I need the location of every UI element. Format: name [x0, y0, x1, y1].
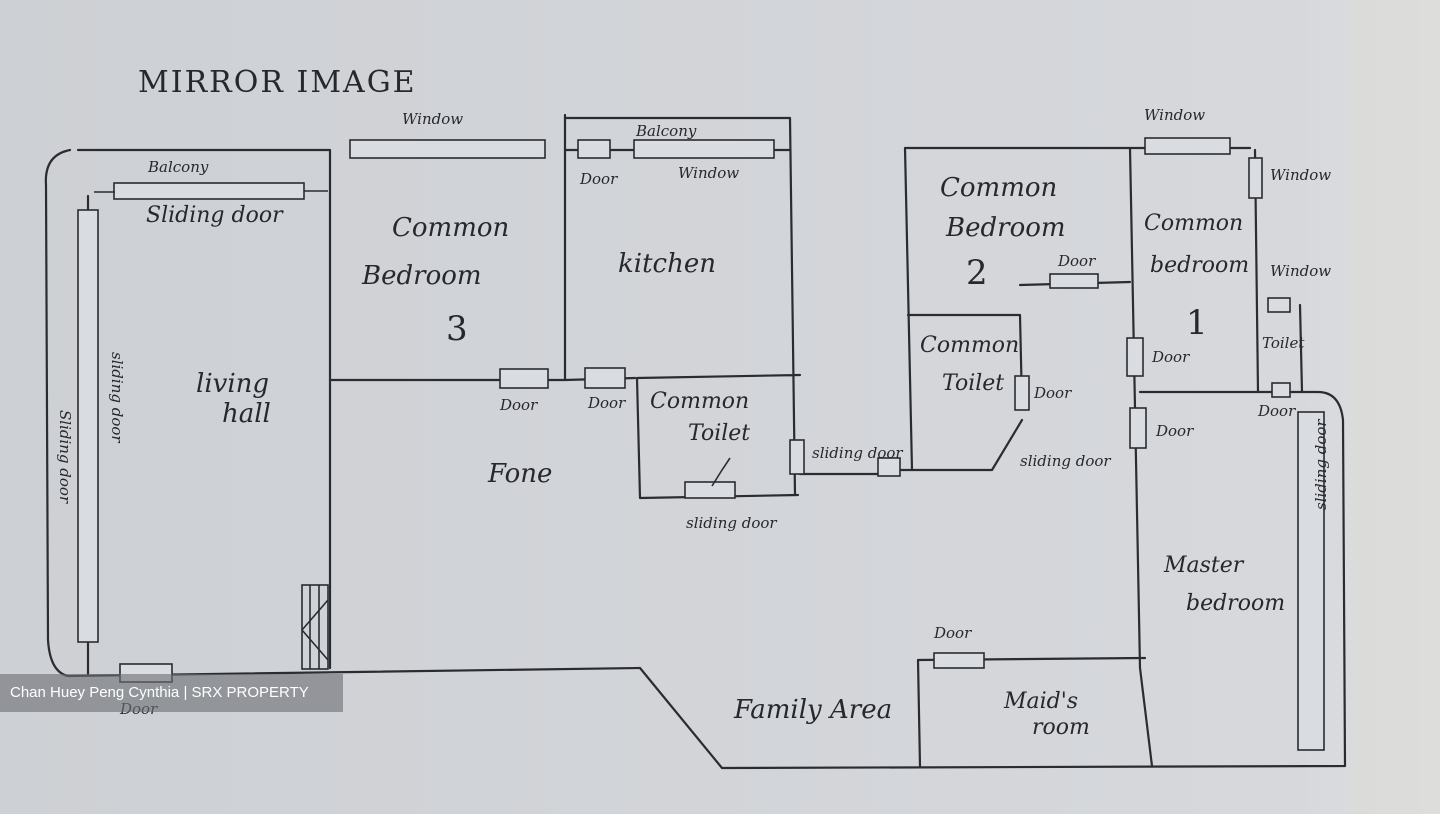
- label-sliding-door-corridor: sliding door: [812, 444, 903, 462]
- label-window-b1-side: Window: [1270, 166, 1331, 184]
- label-door-kitchen-2: Door: [587, 394, 626, 412]
- plan-title: MIRROR IMAGE: [138, 65, 417, 100]
- label-kitchen: kitchen: [618, 249, 716, 279]
- label-common-toilet-1: Common: [650, 389, 749, 414]
- label-bedroom1-number: 1: [1186, 303, 1208, 343]
- window-toilet: [1267, 297, 1291, 313]
- label-balcony: Balcony: [147, 158, 209, 176]
- sliding-door-living: [77, 209, 99, 643]
- label-door-bedroom1: Door: [1151, 348, 1190, 366]
- label-sliding-toilet-right: sliding door: [1020, 452, 1111, 470]
- window-bedroom1-side: [1248, 157, 1263, 199]
- label-window-top: Window: [402, 110, 463, 128]
- door-master: [1129, 407, 1147, 449]
- label-bedroom1-line2: bedroom: [1150, 253, 1249, 278]
- window-bedroom3: [349, 139, 546, 159]
- door-toilet-right: [1014, 375, 1030, 411]
- window-bedroom1-top: [1144, 137, 1231, 155]
- label-fone: Fone: [487, 459, 552, 489]
- door-corridor: [789, 439, 805, 475]
- label-master-1: Master: [1163, 553, 1245, 578]
- label-balcony-kitchen: Balcony: [635, 122, 697, 140]
- sliding-door-toilet: [684, 481, 736, 499]
- toilet-wall: [1298, 303, 1304, 394]
- kitchen-door: [577, 139, 611, 159]
- label-bedroom1-line1: Common: [1144, 211, 1243, 236]
- label-window-toilet: Window: [1270, 262, 1331, 280]
- label-living: living: [196, 369, 269, 399]
- label-window-b1-top: Window: [1144, 106, 1205, 124]
- label-door-maids: Door: [933, 624, 972, 642]
- door-kitchen: [584, 367, 626, 389]
- outer-wall: [44, 148, 1347, 770]
- label-door-toilet-right: Door: [1033, 384, 1072, 402]
- sliding-door-master: [1297, 411, 1325, 751]
- label-toilet-right-1: Common: [920, 333, 1019, 358]
- window-kitchen: [633, 139, 775, 159]
- door-bedroom1: [1126, 337, 1144, 377]
- sliding-door-balcony: [113, 182, 305, 200]
- label-sliding-door-outer: Sliding door: [56, 410, 74, 504]
- door-maids-room: [933, 652, 985, 669]
- label-bedroom2-line2: Bedroom: [945, 213, 1066, 243]
- label-common-toilet-2: Toilet: [688, 421, 750, 446]
- label-door-kitchen: Door: [579, 170, 618, 188]
- label-bedroom3-line1: Common: [392, 213, 509, 243]
- toilet-fixture: [711, 457, 731, 487]
- label-sliding-master: sliding door: [1312, 419, 1330, 510]
- label-window-kitchen: Window: [678, 164, 739, 182]
- label-door-master: Door: [1155, 422, 1194, 440]
- label-door-bedroom2: Door: [1057, 252, 1096, 270]
- label-bedroom2-line1: Common: [940, 173, 1057, 203]
- corridor-box: [877, 457, 901, 477]
- corridor-wall: [798, 418, 1024, 476]
- label-family-area: Family Area: [733, 695, 892, 725]
- label-door-bedroom3: Door: [499, 396, 538, 414]
- label-toilet-small: Toilet: [1262, 334, 1305, 352]
- label-sliding-door: Sliding door: [146, 203, 284, 228]
- label-toilet-right-2: Toilet: [942, 371, 1004, 396]
- label-door-toilet-small: Door: [1257, 402, 1296, 420]
- label-hall: hall: [222, 399, 271, 429]
- label-bedroom3-line2: Bedroom: [361, 261, 482, 291]
- label-sliding-door-toilet: sliding door: [686, 514, 777, 532]
- label-sliding-door-vertical: sliding door: [108, 352, 126, 443]
- door-bedroom2: [1049, 273, 1099, 289]
- door-toilet-small: [1271, 382, 1291, 398]
- label-maids-2: room: [1032, 715, 1090, 740]
- label-bedroom2-number: 2: [966, 253, 988, 293]
- label-bedroom3-number: 3: [446, 309, 468, 349]
- shoe-cabinet: [301, 584, 329, 670]
- door-bedroom3: [499, 368, 549, 389]
- label-master-2: bedroom: [1186, 591, 1285, 616]
- credit-watermark: Chan Huey Peng Cynthia | SRX PROPERTY: [0, 674, 343, 712]
- label-maids-1: Maid's: [1003, 689, 1078, 714]
- paper-edge: [1355, 0, 1440, 814]
